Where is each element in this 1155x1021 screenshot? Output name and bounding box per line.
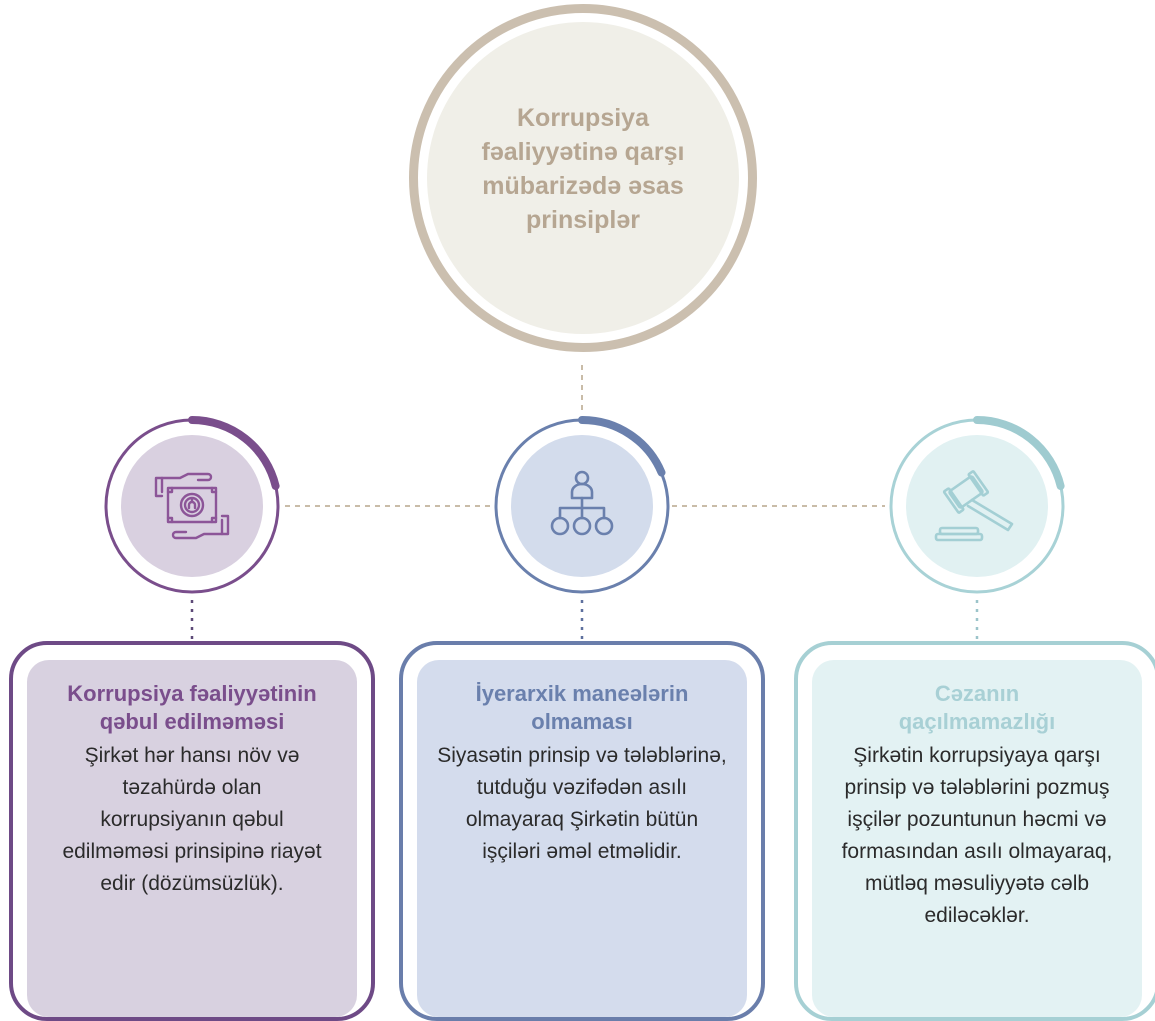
- principle-1-ring: [102, 416, 282, 596]
- gavel-icon: [934, 470, 1014, 542]
- principle-3-ring: [887, 416, 1067, 596]
- principle-3-card: Cəzanın qaçılmamazlığı Şirkətin korrupsi…: [794, 641, 1155, 1021]
- center-title: Korrupsiya fəaliyyətinə qarşı mübarizədə…: [481, 104, 685, 234]
- principle-2-card: İyerarxik maneələrin olmaması Siyasətin …: [399, 641, 765, 1021]
- principle-3-text: Şirkətin korrupsiyaya qarşı prinsip və t…: [841, 744, 1113, 927]
- principle-2-title: İyerarxik maneələrin olmaması: [475, 681, 689, 734]
- principle-3-title: Cəzanın qaçılmamazlığı: [898, 681, 1056, 734]
- principle-1-text: Şirkət hər hansı növ və təzahürdə olan k…: [62, 744, 322, 895]
- principle-2-ring: [492, 416, 672, 596]
- principle-1-card: Korrupsiya fəaliyyətinin qəbul edilməməs…: [9, 641, 375, 1021]
- connector-lines: [190, 365, 979, 640]
- principle-2-text: Siyasətin prinsip və tələblərinə, tutduğ…: [437, 744, 727, 863]
- hands-exchanging-money-icon: [154, 472, 230, 540]
- center-circle: Korrupsiya fəaliyyətinə qarşı mübarizədə…: [409, 4, 757, 352]
- hierarchy-icon: [550, 470, 614, 536]
- principle-1-title: Korrupsiya fəaliyyətinin qəbul edilməməs…: [67, 681, 317, 734]
